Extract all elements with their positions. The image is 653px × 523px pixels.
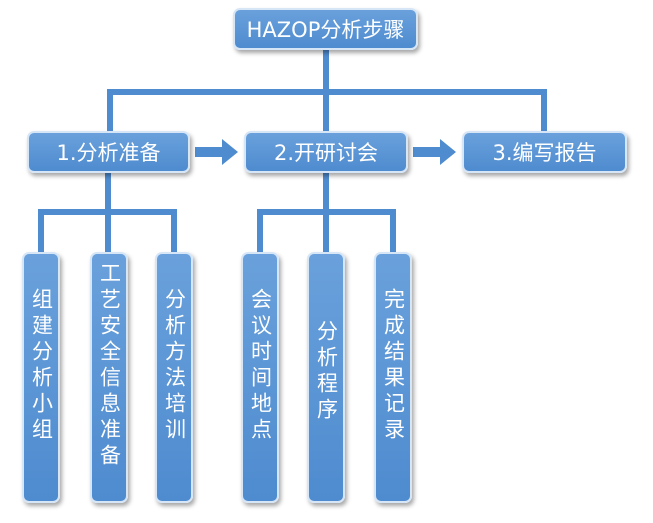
- step-label: 3.编写报告: [492, 141, 597, 165]
- root-title-box: HAZOP分析步骤: [233, 8, 418, 50]
- step-label: 1.分析准备: [56, 141, 161, 165]
- substep-label: 工艺安全信息准备: [97, 262, 122, 470]
- step-label: 2.开研讨会: [273, 141, 379, 165]
- substep-box-meeting-time-place: 会议时间地点: [241, 252, 279, 503]
- step-box-report: 3.编写报告: [462, 131, 627, 173]
- arrow-step1-to-step2: [195, 139, 238, 165]
- substep-label: 分析方法培训: [162, 288, 187, 444]
- substep-label: 分析程序: [314, 320, 339, 424]
- substep-label: 会议时间地点: [248, 288, 273, 444]
- step-box-preparation: 1.分析准备: [27, 131, 190, 173]
- substep-label: 完成结果记录: [381, 288, 406, 444]
- arrow-step2-to-step3: [413, 139, 456, 165]
- substep-label: 组建分析小组: [29, 288, 54, 444]
- substep-box-process-safety-info: 工艺安全信息准备: [90, 252, 128, 503]
- root-title-text: HAZOP分析步骤: [246, 18, 405, 42]
- substep-box-analysis-procedure: 分析程序: [307, 252, 345, 503]
- substep-box-record-results: 完成结果记录: [374, 252, 412, 503]
- substep-box-form-team: 组建分析小组: [22, 252, 60, 503]
- substep-box-method-training: 分析方法培训: [155, 252, 193, 503]
- step-box-workshop: 2.开研讨会: [244, 131, 408, 173]
